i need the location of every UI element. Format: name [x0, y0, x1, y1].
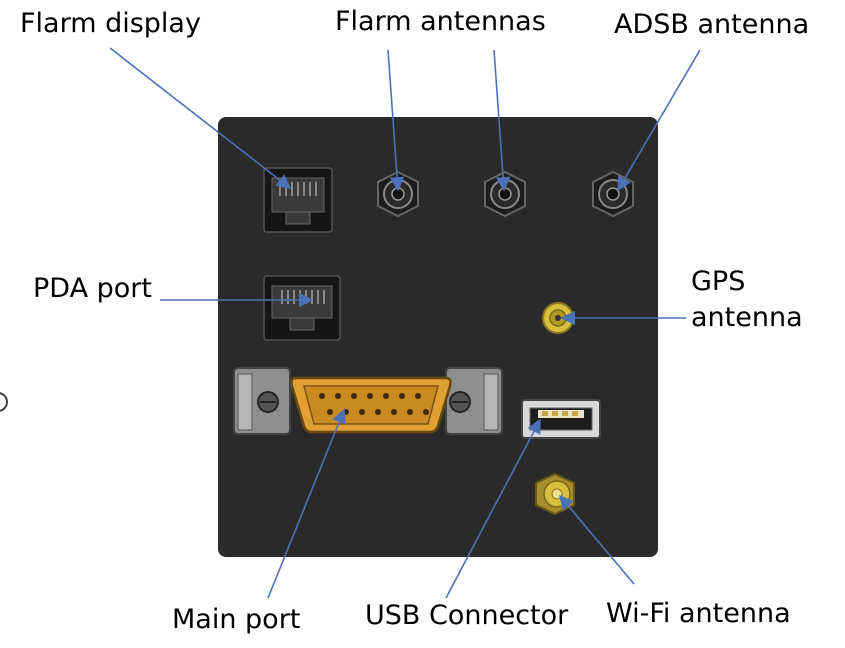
- pda-port-jack: [263, 275, 341, 341]
- flarm-display-jack: [263, 167, 333, 233]
- leader-wifi-antenna: [559, 494, 635, 585]
- leader-main-port: [267, 408, 346, 599]
- leader-flarm-antenna-1: [387, 49, 405, 192]
- adsb-antenna-connector: [592, 170, 634, 218]
- label-usb-connector: USB Connector: [365, 600, 569, 631]
- flarm-antenna-connector-2: [484, 170, 526, 218]
- label-main-port: Main port: [172, 604, 301, 635]
- label-wifi-antenna: Wi-Fi antenna: [606, 598, 791, 629]
- main-port-dsub: [233, 367, 503, 435]
- label-flarm-display: Flarm display: [20, 8, 201, 39]
- edge-screw-icon: [0, 392, 8, 412]
- usb-connector-port: [521, 399, 601, 439]
- leader-adsb-antenna: [617, 49, 701, 192]
- leader-usb-connector: [445, 418, 541, 599]
- leader-flarm-antenna-2: [493, 49, 511, 192]
- label-adsb-antenna: ADSB antenna: [614, 9, 810, 40]
- label-gps-line2: antenna: [691, 302, 803, 333]
- label-flarm-antennas: Flarm antennas: [335, 6, 546, 37]
- label-pda-port: PDA port: [33, 273, 152, 304]
- leader-flarm-display: [109, 47, 292, 189]
- label-gps-line1: GPS: [691, 266, 746, 297]
- wifi-antenna-connector: [535, 472, 575, 516]
- flarm-antenna-connector-1: [377, 170, 419, 218]
